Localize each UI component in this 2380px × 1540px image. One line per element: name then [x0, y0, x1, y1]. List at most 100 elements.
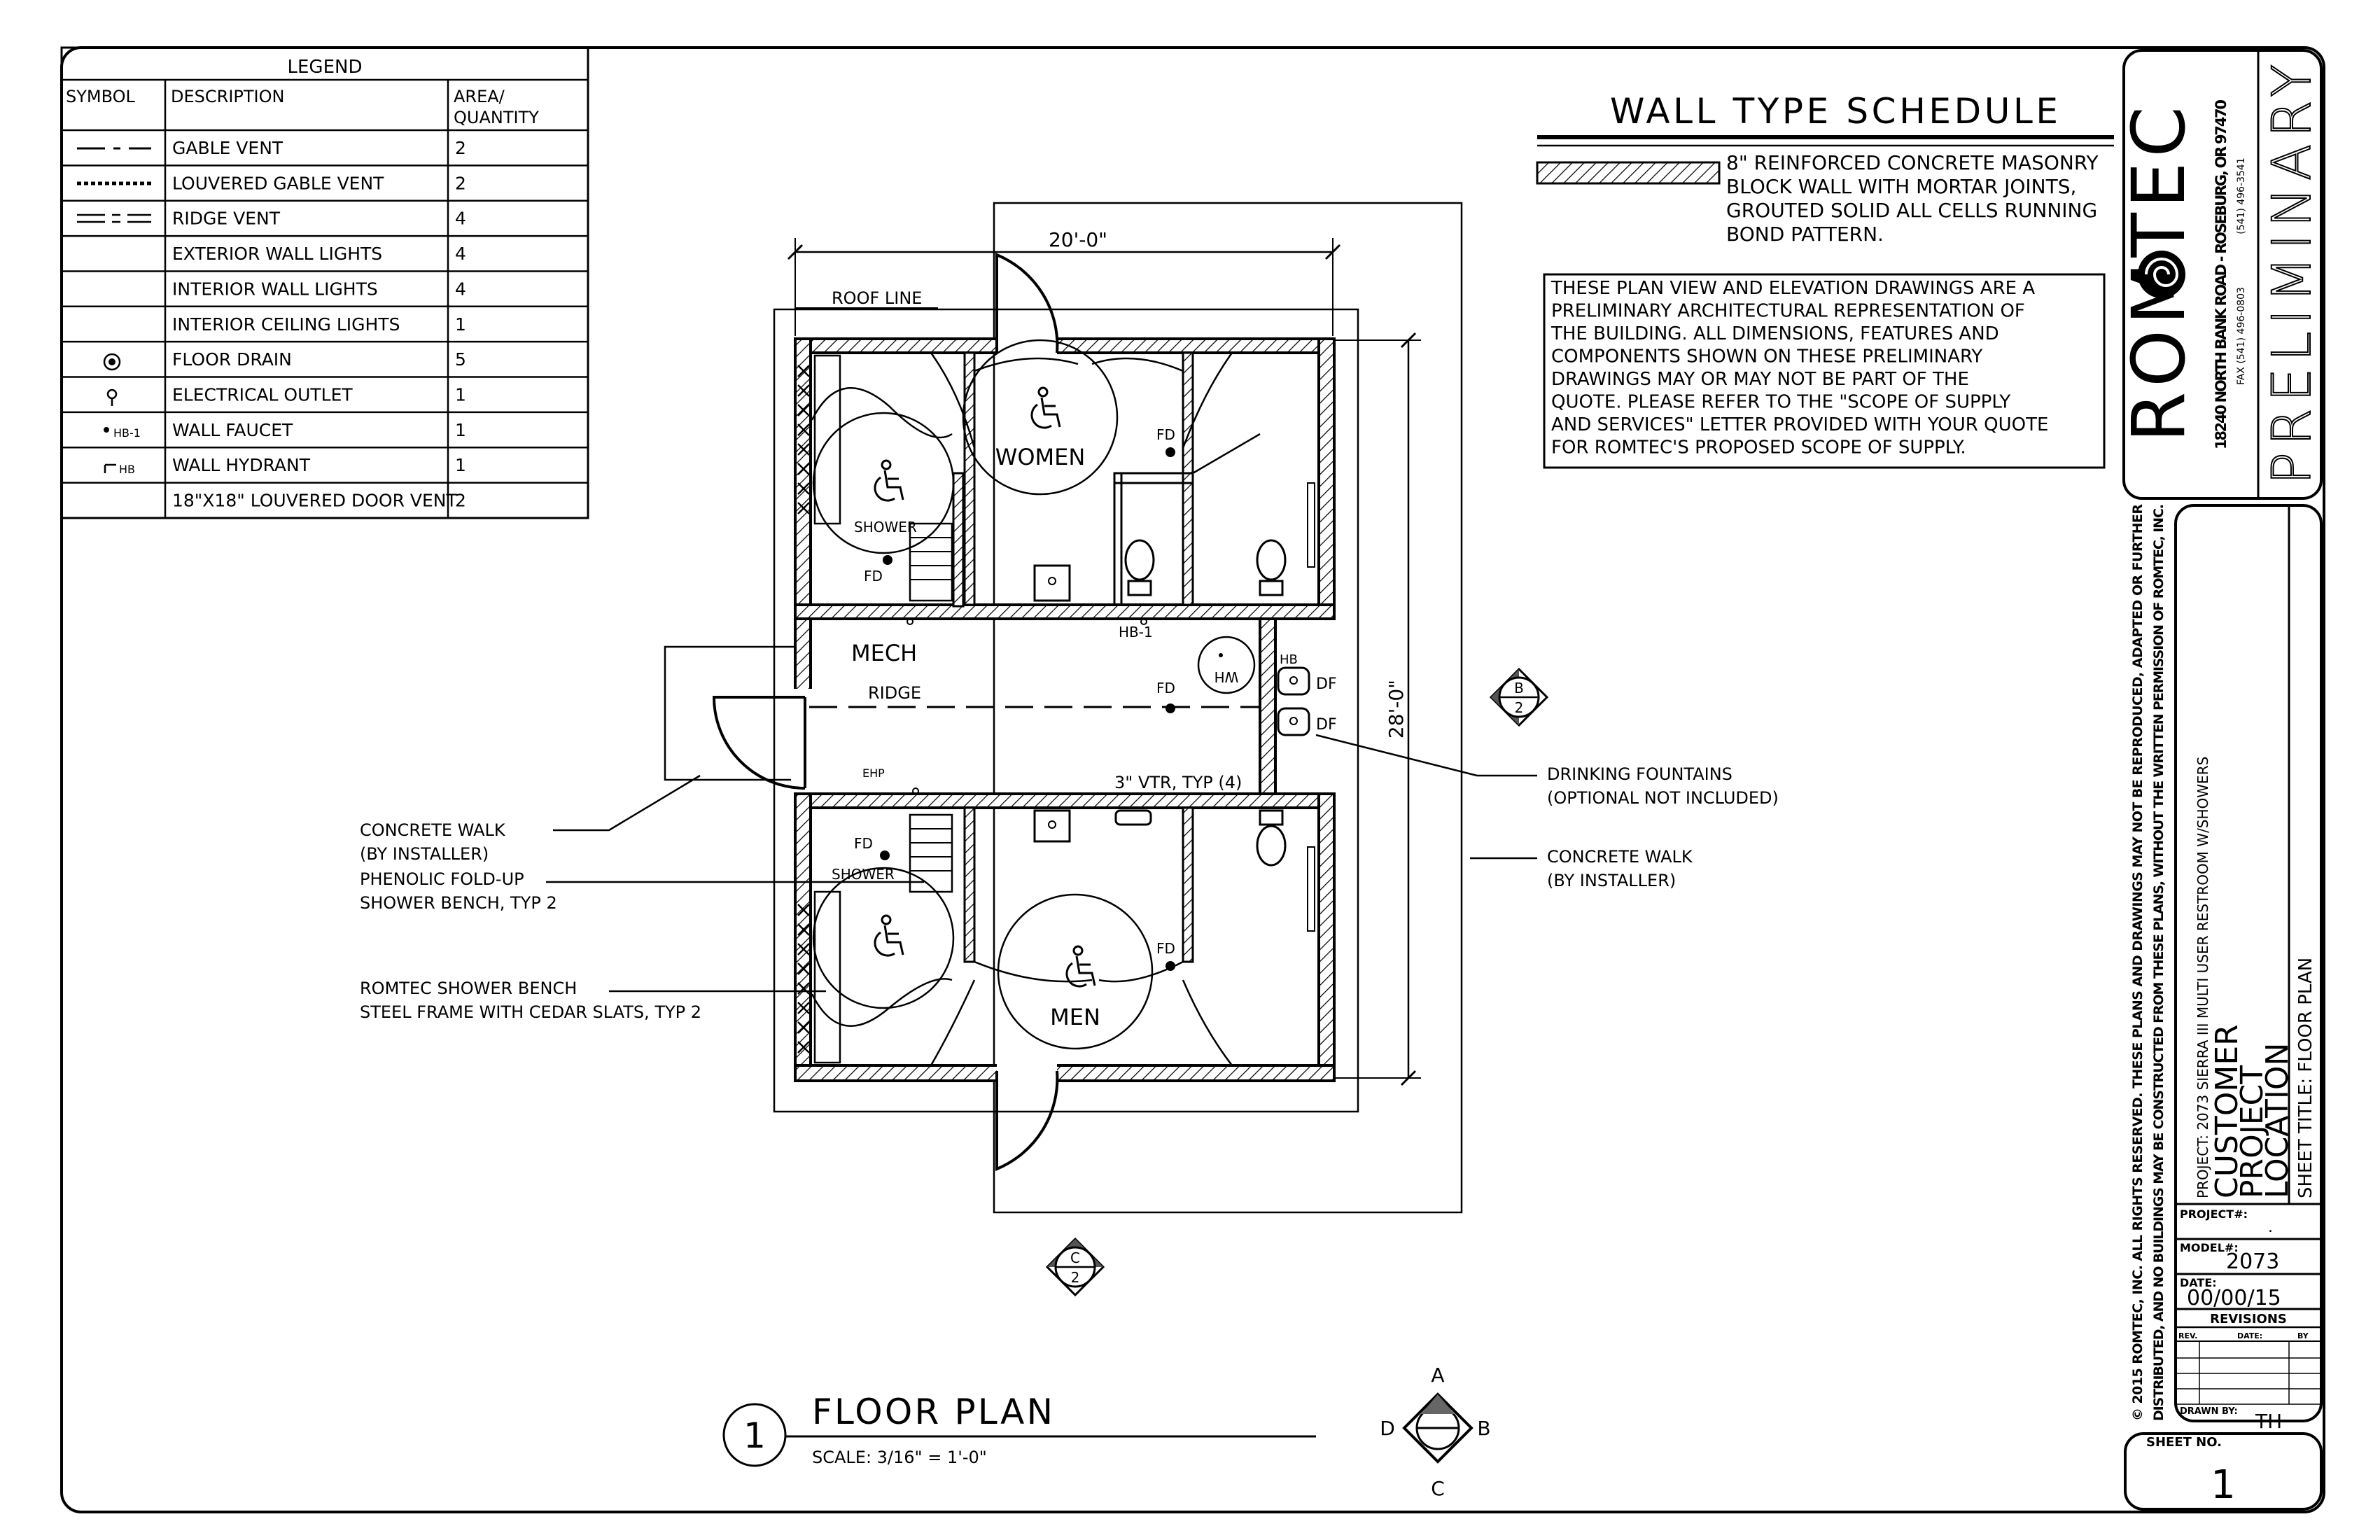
electrical-outlet-symbol	[106, 388, 118, 406]
men-cedar-bench	[813, 890, 841, 1064]
wall-schedule-text: 8" REINFORCED CONCRETE MASONRY BLOCK WAL…	[1726, 151, 2105, 246]
concrete-walk-side-pad	[664, 645, 799, 781]
legend-row-description: ELECTRICAL OUTLET	[172, 385, 353, 405]
floor-drain-icon	[883, 555, 892, 565]
project-no-value: .	[2268, 1219, 2273, 1236]
callout-bench-fold-line1: PHENOLIC FOLD-UP	[360, 869, 524, 889]
legend-row-quantity: 1	[455, 314, 466, 335]
view-title-text: FLOOR PLAN	[812, 1392, 1053, 1432]
legend-row-description: GABLE VENT	[172, 138, 284, 158]
elevation-b-number: 2	[1515, 699, 1524, 716]
fd-label-mech: FD	[1156, 680, 1175, 696]
depth-dim-text: 28'-0"	[1385, 680, 1408, 738]
legend-row-description: INTERIOR CEILING LIGHTS	[172, 314, 400, 335]
hb1-label: HB-1	[1119, 624, 1153, 640]
callout-fold-up-bench: PHENOLIC FOLD-UP SHOWER BENCH, TYP 2	[360, 869, 924, 913]
wh-label: WH	[1214, 668, 1239, 685]
drinking-fountain-icon	[1277, 707, 1310, 736]
legend-header-description: DESCRIPTION	[171, 87, 284, 106]
vtr-label: 3" VTR, TYP (4)	[1114, 773, 1242, 792]
legend-row-quantity: 2	[455, 173, 466, 193]
callout-concrete-walk-left: CONCRETE WALK(BY INSTALLER)	[360, 774, 701, 864]
notice-text: THESE PLAN VIEW AND ELEVATION DRAWINGS A…	[1550, 278, 2048, 458]
sheet-title: SHEET TITLE: FLOOR PLAN	[2295, 958, 2316, 1198]
floor-drain-symbol	[103, 353, 121, 371]
compass-icon: A B C D	[1380, 1364, 1490, 1500]
elevation-marker-c: C 2	[1045, 1237, 1105, 1297]
toilet-icon	[1256, 809, 1287, 867]
customer-name: CUSTOMER	[2209, 1024, 2245, 1198]
callout-fountains-line1: DRINKING FOUNTAINS	[1547, 764, 1732, 784]
title-block: ROMTEC 18240 NORTH BANK ROAD - ROSEBURG,…	[2116, 49, 2323, 1511]
women-accessible-turn-circle	[962, 339, 1119, 496]
copyright-line-1: © 2015 ROMTEC, INC. ALL RIGHTS RESERVED.…	[2130, 504, 2146, 1421]
date-value: 00/00/15	[2187, 1286, 2281, 1310]
callout-bench-romtec-line2: STEEL FRAME WITH CEDAR SLATS, TYP 2	[360, 1002, 701, 1022]
roof-line-label: ROOF LINE	[832, 288, 922, 308]
legend-row-quantity: 1	[455, 455, 466, 475]
lavatory-icon	[1033, 809, 1071, 843]
legend-row-description: 18"X18" LOUVERED DOOR VENT	[172, 491, 457, 511]
elevation-b-letter: B	[1514, 680, 1524, 696]
lavatory-icon	[1033, 564, 1071, 602]
df-label-2: DF	[1316, 716, 1337, 734]
callout-fountains-line2: (OPTIONAL NOT INCLUDED)	[1547, 788, 1779, 808]
men-entry-door[interactable]	[995, 1070, 1059, 1171]
model-value: 2073	[2226, 1250, 2279, 1274]
width-dimension: 20'-0"	[787, 228, 1341, 336]
men-shower-bench-fold	[909, 813, 953, 893]
company-address: 18240 NORTH BANK ROAD - ROSEBURG, OR 974…	[2213, 99, 2230, 449]
compass-d: D	[1380, 1417, 1395, 1440]
legend-row-quantity: 4	[455, 209, 466, 229]
compass-b: B	[1477, 1417, 1490, 1440]
project-name: PROJECT	[2234, 1065, 2270, 1198]
hb-label: HB	[1280, 652, 1298, 667]
legend-row-description: RIDGE VENT	[172, 209, 281, 229]
callout-walk-right-line1: CONCRETE WALK	[1547, 847, 1693, 867]
df-label-1: DF	[1316, 676, 1337, 693]
svg-text:CONCRETE WALK(BY INSTALLER): CONCRETE WALK (BY INSTALLER)	[1547, 847, 1693, 890]
legend-row-description: EXTERIOR WALL LIGHTS	[172, 244, 382, 264]
company-phone: (541) 496-3541	[2236, 158, 2247, 234]
sheet-border	[60, 46, 2325, 1513]
revisions-heading: REVISIONS	[2210, 1312, 2287, 1326]
legend-row-description: INTERIOR WALL LIGHTS	[172, 279, 378, 299]
view-number: 1	[743, 1415, 766, 1456]
callout-bench-fold-line2: SHOWER BENCH, TYP 2	[360, 893, 557, 913]
rev-date-col: DATE:	[2237, 1331, 2262, 1340]
ridge-vent-symbol	[77, 214, 151, 223]
toilet-icon	[1124, 539, 1155, 596]
project-line: PROJECT: 2073 SIERRA III MULTI USER REST…	[2194, 757, 2211, 1198]
preliminary-stamp: PRELIMINARY	[2260, 64, 2323, 484]
cmu-wall-hatch-sample	[1536, 161, 1721, 185]
fd-label-women: FD	[1156, 426, 1175, 443]
callout-concrete-walk-right: CONCRETE WALK (BY INSTALLER)	[1470, 847, 1693, 890]
legend-table: LEGEND SYMBOL DESCRIPTION AREA/QUANTITY …	[60, 46, 589, 519]
legend-title: LEGEND	[288, 57, 363, 78]
callout-drinking-fountains: DRINKING FOUNTAINS (OPTIONAL NOT INCLUDED…	[1315, 734, 1779, 808]
drinking-fountain-icon	[1277, 666, 1310, 696]
legend-header-quantity: AREA/QUANTITY	[454, 87, 539, 127]
mech-door[interactable]	[712, 696, 806, 790]
legend-row-description: WALL HYDRANT	[172, 455, 311, 475]
urinal-icon	[1114, 809, 1152, 826]
svg-text:CONCRETE WALK(BY INSTALLER): CONCRETE WALK(BY INSTALLER)	[360, 820, 506, 864]
accessible-icon	[1065, 945, 1096, 988]
sheet-no-label: SHEET NO.	[2146, 1435, 2222, 1450]
company-fax: FAX (541) 496-0803	[2236, 287, 2247, 385]
floor-drain-icon	[1166, 704, 1175, 713]
legend-header-symbol: SYMBOL	[66, 87, 136, 106]
roof-line	[773, 308, 1359, 1113]
elevation-c-number: 2	[1071, 1269, 1080, 1286]
wall-hydrant-symbol-text: HB	[119, 463, 135, 476]
callout-walk-right-line2: (BY INSTALLER)	[1547, 871, 1676, 890]
depth-dimension: 28'-0"	[1316, 332, 1421, 1086]
women-entry-door[interactable]	[995, 253, 1059, 354]
sheet-no-value: 1	[2211, 1462, 2236, 1508]
elevation-marker-b: B 2	[1489, 667, 1549, 727]
mech-label: MECH	[851, 640, 917, 666]
floor-drain-icon	[880, 850, 890, 860]
